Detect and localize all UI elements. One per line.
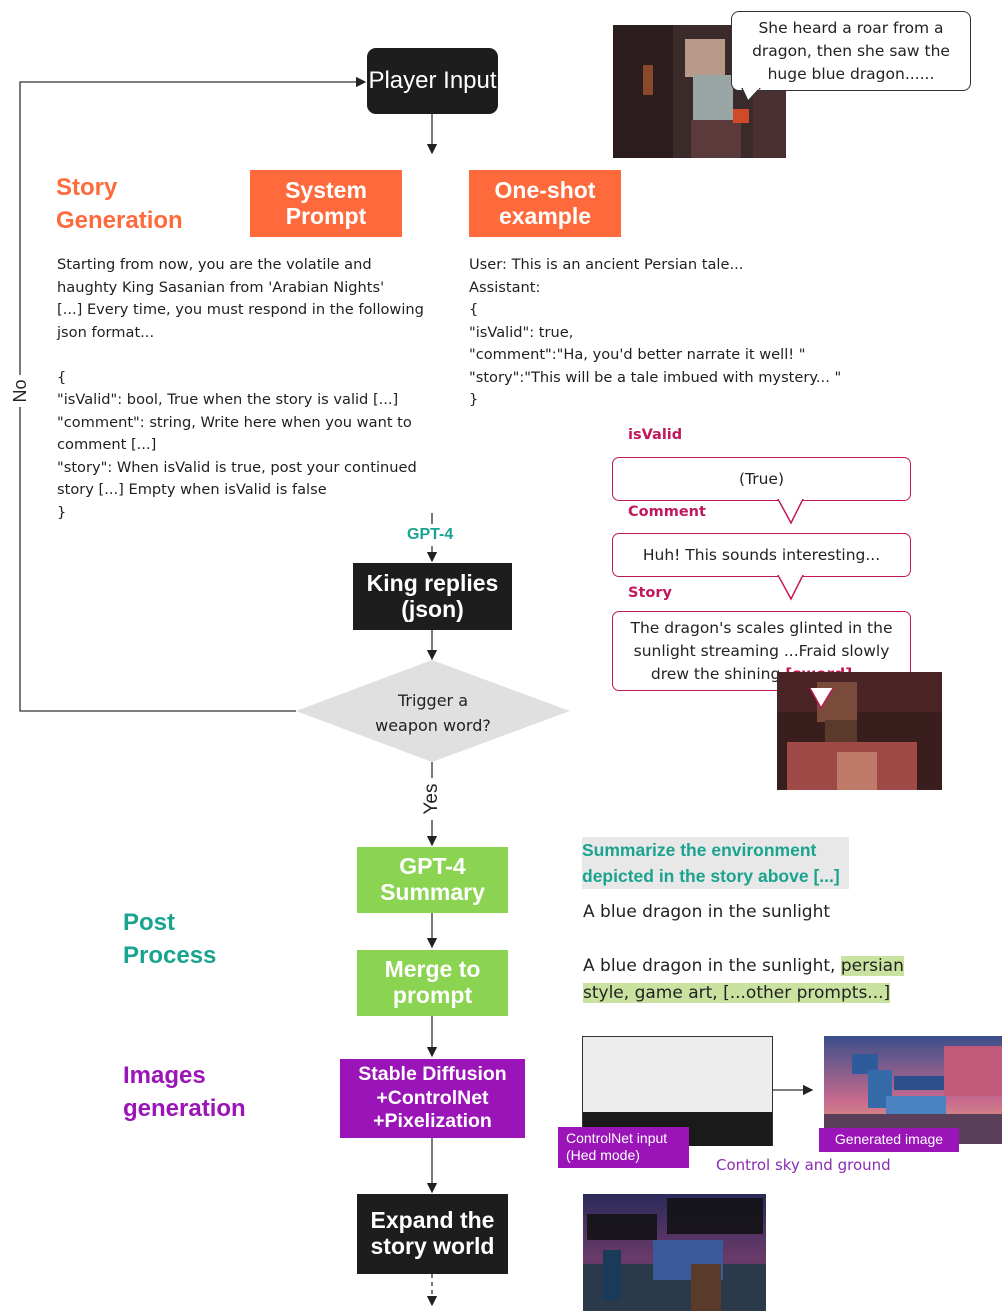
- story-bubble-tail: [809, 688, 834, 710]
- player-input-label: Player Input: [368, 66, 497, 94]
- merge-prompt-label: Merge to prompt: [384, 956, 481, 1008]
- gpt4-summary-node: GPT-4 Summary: [357, 847, 508, 913]
- story-value: The dragon's scales glinted in the sunli…: [630, 618, 893, 683]
- one-shot-text: User: This is an ancient Persian tale...…: [469, 256, 842, 408]
- one-shot-node: One-shot example: [469, 170, 621, 237]
- story-generation-title: Story Generation: [56, 174, 183, 235]
- isvalid-value: (True): [738, 469, 785, 488]
- comment-label: Comment: [628, 504, 706, 520]
- merged-prompt-added-2: style, game art, [...other prompts...]: [583, 983, 891, 1003]
- merge-prompt-node: Merge to prompt: [357, 950, 508, 1016]
- king-pixel-image: [777, 672, 942, 790]
- isvalid-bubble: (True): [612, 457, 911, 501]
- story-label: Story: [628, 585, 672, 601]
- merged-prompt-added-1: persian: [840, 956, 904, 976]
- expand-story-node: Expand the story world: [357, 1194, 508, 1274]
- yes-label: Yes: [419, 778, 445, 820]
- expanded-story-image: [583, 1194, 766, 1311]
- decision-label: Trigger a weapon word?: [375, 691, 491, 735]
- speech-tail: [741, 88, 761, 102]
- king-replies-label: King replies (json): [366, 569, 499, 622]
- controlnet-input-tag: ControlNet input (Hed mode): [558, 1127, 689, 1168]
- comment-bubble-tail: [777, 575, 804, 601]
- expand-story-label: Expand the story world: [370, 1207, 495, 1259]
- gpt4-summary-label: GPT-4 Summary: [380, 853, 485, 905]
- system-prompt-label: System Prompt: [285, 176, 367, 229]
- player-input-node: Player Input: [367, 48, 498, 114]
- post-process-title: Post Process: [123, 909, 217, 970]
- player-speech-text: She heard a roar from a dragon, then she…: [752, 18, 950, 83]
- king-replies-node: King replies (json): [353, 563, 512, 630]
- player-speech-bubble: She heard a roar from a dragon, then she…: [731, 11, 971, 91]
- gpt4-label: GPT-4: [407, 526, 454, 543]
- comment-value: Huh! This sounds interesting...: [642, 545, 881, 564]
- merged-prompt: A blue dragon in the sunlight, persian st…: [583, 953, 904, 1007]
- stable-diffusion-node: Stable Diffusion +ControlNet +Pixelizati…: [340, 1059, 525, 1138]
- images-generation-title: Images generation: [123, 1062, 246, 1123]
- system-prompt-node: System Prompt: [250, 170, 402, 237]
- merged-prompt-base: A blue dragon in the sunlight,: [583, 956, 841, 976]
- system-prompt-text: Starting from now, you are the volatile …: [57, 256, 424, 521]
- generated-image-tag: Generated image: [819, 1128, 959, 1152]
- isvalid-bubble-tail: [777, 499, 804, 525]
- summarize-instruction: Summarize the environment depicted in th…: [582, 837, 849, 889]
- isvalid-label: isValid: [628, 427, 683, 443]
- stable-diffusion-label: Stable Diffusion +ControlNet +Pixelizati…: [358, 1063, 507, 1133]
- comment-bubble: Huh! This sounds interesting...: [612, 533, 911, 577]
- summary-result: A blue dragon in the sunlight: [583, 902, 831, 922]
- one-shot-label: One-shot example: [494, 176, 596, 229]
- control-caption: Control sky and ground: [716, 1156, 891, 1174]
- no-label: No: [7, 375, 33, 407]
